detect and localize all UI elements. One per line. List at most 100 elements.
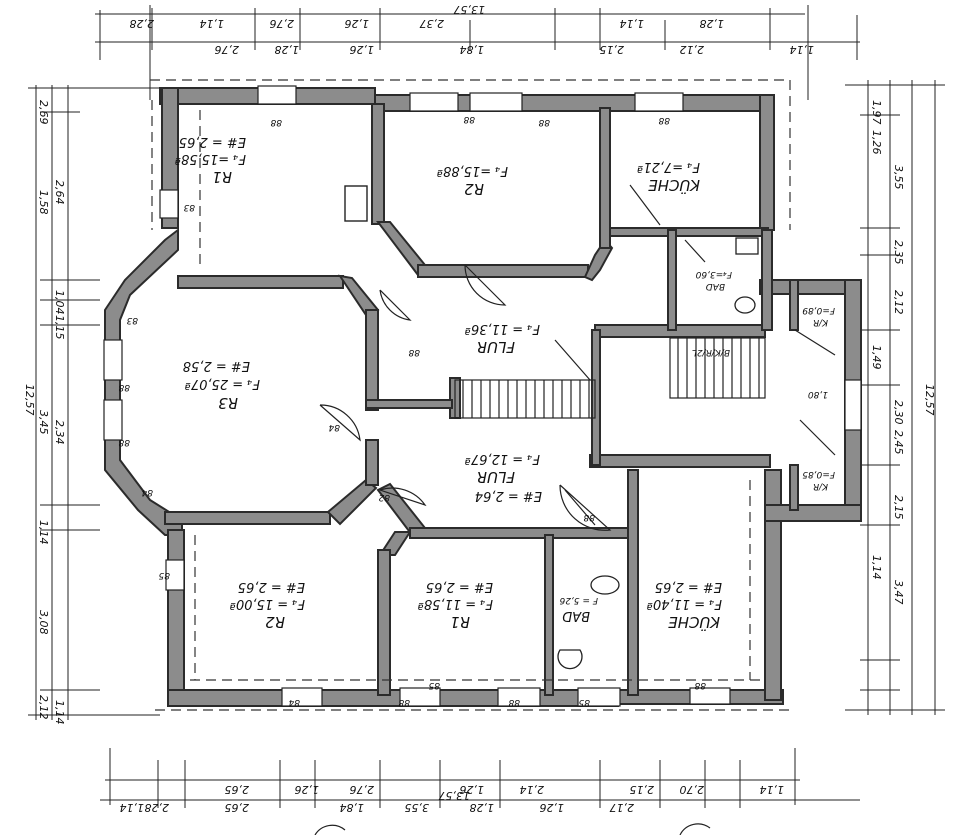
room-labels-upper: R1 F₄ =15,58ª E# = 2,65 R2 F₄ =15,88ª KÜ… bbox=[175, 134, 700, 198]
room-r2-lower-name: R2 bbox=[265, 613, 285, 631]
top-dimension-label: 1,14 bbox=[620, 17, 645, 30]
left-dimension-label: 3,45 bbox=[37, 410, 50, 435]
top-dim-ticks bbox=[151, 8, 771, 50]
bottom-dimension-label: 2,70 bbox=[680, 783, 705, 796]
kr-bot-name: K/R bbox=[813, 481, 828, 491]
bottom-dimension-label: 1,26 bbox=[540, 801, 565, 814]
edge-mark-right bbox=[679, 823, 711, 835]
opening-height-label: 83 bbox=[183, 202, 195, 212]
opening-height-label: 85 bbox=[158, 570, 170, 580]
right-dim-ticks bbox=[845, 84, 945, 711]
bottom-dimension-label: 1,14 bbox=[120, 801, 145, 814]
opening-height-label: 88 bbox=[508, 697, 520, 707]
room-flur-upper-name: FLUR bbox=[477, 338, 515, 356]
top-dimension-label: 2,12 bbox=[680, 43, 705, 56]
opening-height-label: 84 bbox=[141, 487, 153, 497]
bad-upper-area: F₄=3,60 bbox=[695, 269, 732, 279]
top-dimension-label: 2,28 bbox=[130, 17, 155, 30]
kr-bot-area: F=0,85 bbox=[802, 469, 835, 479]
room-r3-name: R3 bbox=[218, 394, 238, 412]
opening-height-label: 85 bbox=[428, 680, 440, 690]
left-dimension-label: 1,14 bbox=[37, 520, 50, 545]
room-flur-upper-area: F₄ = 11,36ª bbox=[465, 321, 540, 336]
room-r1-area: F₄ =15,58ª bbox=[175, 151, 246, 166]
room-r1-height: E# = 2,65 bbox=[179, 134, 246, 149]
bottom-dimension-label: 2,15 bbox=[630, 783, 655, 796]
top-dimension-label: 1,28 bbox=[275, 43, 300, 56]
bottom-dimension-label: 2,14 bbox=[520, 783, 545, 796]
right-dimension-label: 1,26 bbox=[870, 130, 883, 155]
right-total-dimension-text: 12,57 bbox=[923, 384, 936, 416]
left-dimension-label: 3,08 bbox=[37, 610, 50, 635]
right-dimension-label: 1,49 bbox=[870, 345, 883, 370]
dimension-labels: 2,28 1,14 2,76 1,26 2,37 1,14 1,28 2,76 1,28 1,26… bbox=[37, 17, 905, 814]
stair-treads bbox=[462, 338, 760, 418]
left-dimension-label: 1,04 bbox=[53, 290, 66, 315]
opening-height-label: 88 bbox=[658, 115, 670, 125]
left-total-dimension: 12,57 bbox=[23, 384, 36, 416]
room-kueche-lower-height: E# = 2,65 bbox=[655, 579, 722, 594]
opening-height-label: 88 bbox=[118, 437, 130, 447]
right-dimension-label: 3,55 bbox=[892, 165, 905, 190]
top-total-dimension-text: 13,57 bbox=[454, 3, 486, 16]
opening-height-label: 88 bbox=[118, 382, 130, 392]
kr-top-name: K/R bbox=[813, 317, 828, 327]
opening-height-label: 88 bbox=[398, 697, 410, 707]
top-dimension-label: 1,26 bbox=[345, 17, 370, 30]
door-swings bbox=[319, 184, 836, 531]
opening-height-label: 88 bbox=[694, 680, 706, 690]
top-dimension-label: 2,37 bbox=[420, 17, 445, 30]
windows bbox=[103, 85, 862, 707]
opening-height-label: 84 bbox=[328, 422, 340, 432]
bottom-dimension-label: 2,65 bbox=[225, 801, 250, 814]
bottom-dimension-label: 2,76 bbox=[350, 783, 375, 796]
flur-height: E# = 2,64 bbox=[475, 488, 542, 503]
left-dimension-label: 1,15 bbox=[53, 315, 66, 340]
bottom-dimension-label: 1,14 bbox=[760, 783, 785, 796]
top-total-dimension: 13,57 bbox=[454, 3, 486, 16]
right-dimension-label: 2,35 bbox=[892, 240, 905, 265]
left-dimension-label: 2,69 bbox=[37, 100, 50, 125]
right-dimension-label: 3,47 bbox=[892, 580, 905, 605]
bottom-dimension-label: 2,65 bbox=[225, 783, 250, 796]
top-dimension-label: 2,76 bbox=[270, 17, 295, 30]
room-labels-middle: R3 F₄ = 25,07ª E# = 2,58 FLUR F₄ = 11,36… bbox=[183, 321, 542, 503]
top-dimension-label: 2,76 bbox=[215, 43, 240, 56]
room-r2-lower-height: E# = 2,65 bbox=[238, 579, 305, 594]
opening-height-label: 82 bbox=[378, 492, 390, 502]
opening-height-label: 88 bbox=[270, 117, 282, 127]
bottom-dimension-label: 1,84 bbox=[340, 801, 365, 814]
bottom-dimension-label: 1,26 bbox=[295, 783, 320, 796]
bottom-total-dimension-text: 13,57 bbox=[439, 789, 471, 802]
right-dimension-label: 2,30 bbox=[892, 400, 905, 425]
left-dimension-label: 2,12 bbox=[37, 695, 50, 720]
bath-fixtures bbox=[557, 237, 759, 670]
room-r1-lower-name: R1 bbox=[450, 613, 470, 631]
opening-height-label: 88 bbox=[463, 114, 475, 124]
bottom-total-dimension: 13,57 bbox=[439, 789, 471, 802]
top-dimension-label: 2,15 bbox=[600, 43, 625, 56]
opening-height-label: 85 bbox=[578, 697, 590, 707]
room-bad-lower-name: BAD bbox=[562, 608, 590, 623]
bad-upper-name: BAD bbox=[706, 281, 725, 291]
right-dimension-label: 1,14 bbox=[870, 555, 883, 580]
top-dimension-label: 1,28 bbox=[700, 17, 725, 30]
room-kueche-upper-area: F₄ =7,21ª bbox=[637, 159, 700, 174]
interior-walls bbox=[164, 103, 799, 696]
left-dimension-label: 1,58 bbox=[37, 190, 50, 215]
room-r3-area: F₄ = 25,07ª bbox=[185, 376, 260, 391]
room-r2-lower-area: F₄ = 15,00ª bbox=[230, 596, 305, 611]
room-r1-lower-area: F₄ = 11,58ª bbox=[418, 596, 493, 611]
top-dimension-label: 1,26 bbox=[350, 43, 375, 56]
room-r1-name: R1 bbox=[212, 168, 232, 186]
opening-height-label: 88 bbox=[583, 512, 595, 522]
room-bad-lower-area: F = 5,26 bbox=[559, 595, 598, 605]
left-dimension-label: 2,34 bbox=[53, 420, 66, 445]
right-dimension-label: 2,45 bbox=[892, 430, 905, 455]
landing-label: 1,80 bbox=[808, 389, 828, 399]
room-r1-lower-height: E# = 2,65 bbox=[426, 579, 493, 594]
bottom-dimension-label: 3,55 bbox=[405, 801, 430, 814]
room-r3-height: E# = 2,58 bbox=[183, 358, 250, 373]
